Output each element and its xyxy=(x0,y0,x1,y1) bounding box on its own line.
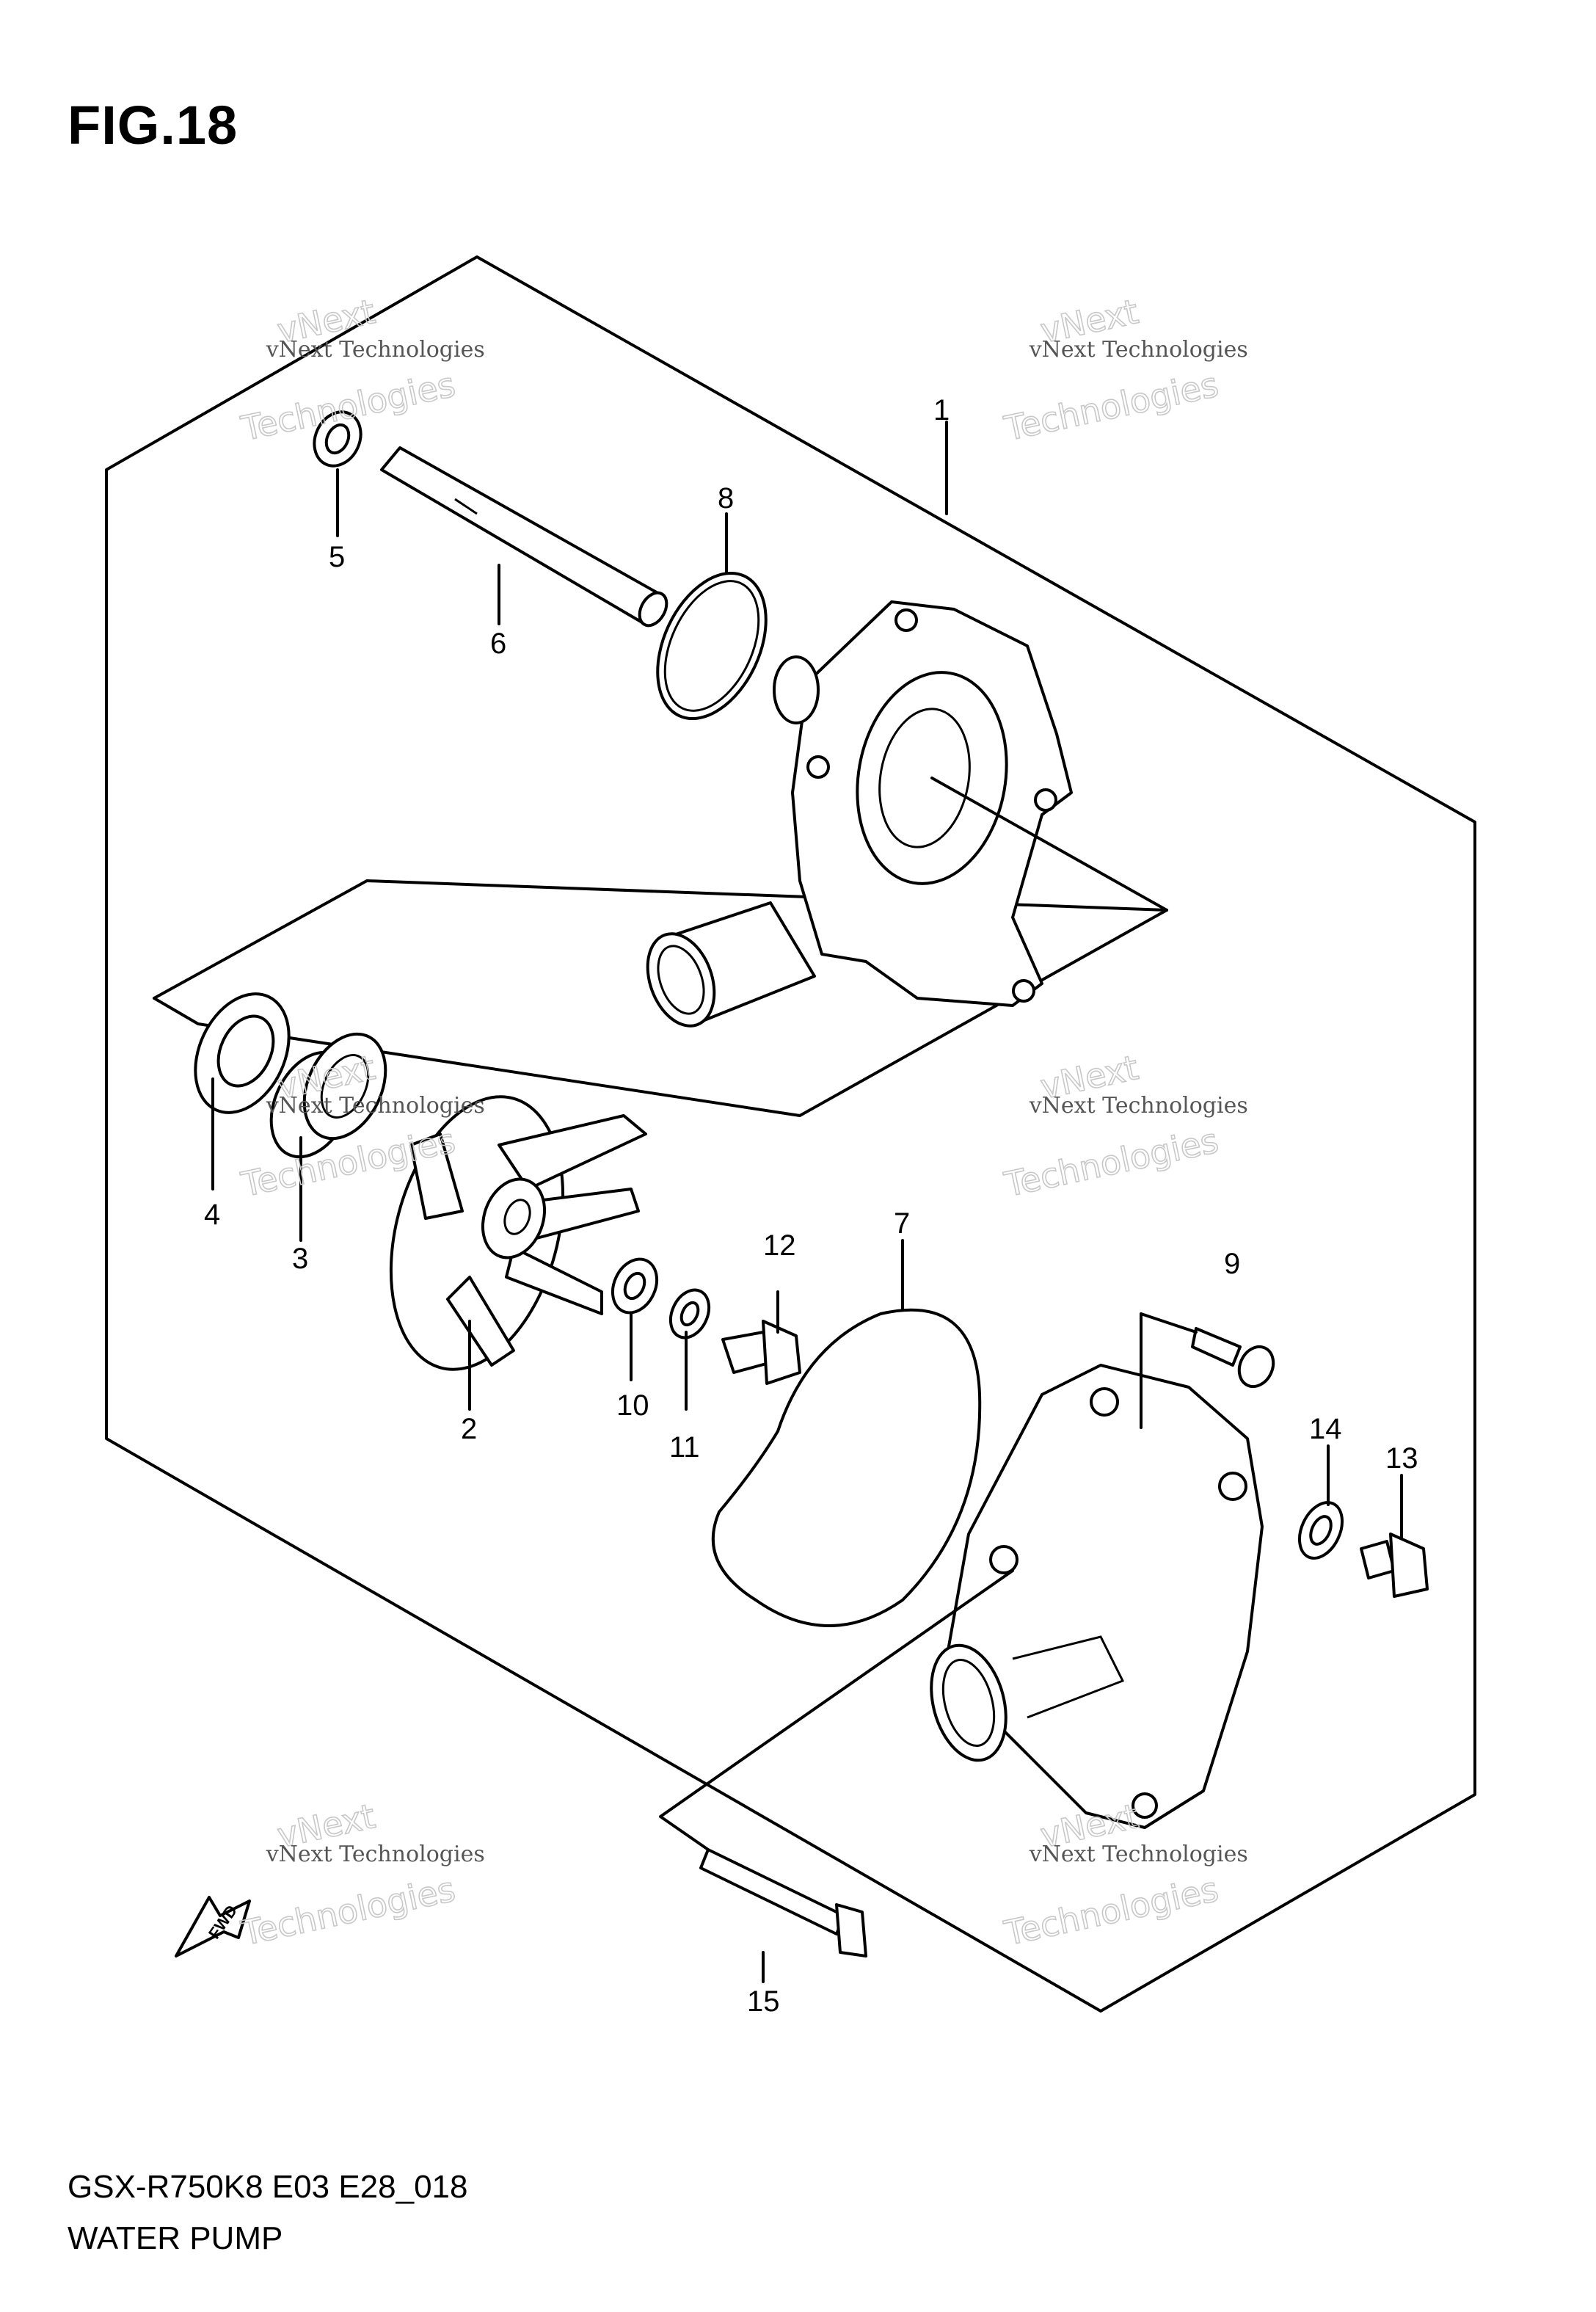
callout-3: 3 xyxy=(292,1243,308,1275)
assembly-boundary xyxy=(105,255,1476,2013)
watermark-top-right: vNext Technologies vNext Technologies xyxy=(1000,291,1248,449)
svg-text:vNext Technologies: vNext Technologies xyxy=(1029,1093,1248,1119)
svg-text:Technologies: Technologies xyxy=(238,1869,459,1953)
part-shaft-6 xyxy=(380,446,668,628)
figure-title: FIG.18 xyxy=(68,95,238,156)
callout-12: 12 xyxy=(763,1229,796,1262)
callout-11: 11 xyxy=(669,1431,700,1464)
callout-9: 9 xyxy=(1224,1248,1240,1280)
svg-text:vNext Technologies: vNext Technologies xyxy=(1029,337,1248,363)
svg-text:Technologies: Technologies xyxy=(1001,1869,1222,1953)
part-long-bolt-15 xyxy=(699,1848,867,1957)
svg-text:vNext Technologies: vNext Technologies xyxy=(266,1842,485,1867)
callout-6: 6 xyxy=(490,628,506,660)
watermark-mid-right: vNext Technologies vNext Technologies xyxy=(1000,1047,1248,1205)
callout-10: 10 xyxy=(616,1389,649,1422)
part-impeller-2 xyxy=(389,1095,647,1371)
callout-2: 2 xyxy=(461,1413,477,1445)
watermark-bottom-left: vNext Technologies vNext Technologies xyxy=(237,1795,485,1954)
callout-labels: 1 2 3 4 5 6 7 8 9 10 11 12 13 14 15 xyxy=(204,394,1418,2018)
svg-text:vNext Technologies: vNext Technologies xyxy=(266,337,485,363)
part-oil-seal-4 xyxy=(194,992,291,1114)
part-pump-cover xyxy=(930,1364,1264,1829)
fwd-direction-arrow: FWD xyxy=(175,1896,251,1957)
svg-text:Technologies: Technologies xyxy=(1001,1121,1222,1204)
callout-1: 1 xyxy=(933,394,950,426)
callout-13: 13 xyxy=(1385,1442,1418,1475)
alignment-lines xyxy=(211,421,1403,1983)
part-washer-10 xyxy=(611,1257,659,1315)
part-washer-5 xyxy=(313,410,362,468)
callout-5: 5 xyxy=(329,541,345,573)
watermark-bottom-right: vNext Technologies vNext Technologies xyxy=(1000,1795,1248,1954)
callout-15: 15 xyxy=(747,1985,780,2018)
part-mechanical-seal-3 xyxy=(269,1032,387,1159)
svg-text:vNext Technologies: vNext Technologies xyxy=(266,1093,485,1119)
callout-7: 7 xyxy=(894,1207,910,1240)
part-bolt-13 xyxy=(1360,1533,1429,1598)
svg-text:vNext Technologies: vNext Technologies xyxy=(1029,1842,1248,1867)
housing-subgroup-outline-lower xyxy=(153,909,1168,1117)
part-washer-11 xyxy=(668,1288,711,1339)
diagram-caption: WATER PUMP xyxy=(68,2220,283,2256)
part-bolt-12 xyxy=(721,1320,801,1385)
part-gasket-7 xyxy=(711,1308,982,1627)
callout-4: 4 xyxy=(204,1199,220,1231)
part-washer-14 xyxy=(1297,1501,1344,1560)
svg-text:Technologies: Technologies xyxy=(1001,365,1222,448)
callout-14: 14 xyxy=(1309,1413,1342,1445)
callout-8: 8 xyxy=(718,482,734,515)
watermark-top-left: vNext Technologies vNext Technologies xyxy=(237,291,485,449)
part-screw-9 xyxy=(1191,1327,1275,1389)
part-o-ring-8 xyxy=(656,571,768,721)
model-code: GSX-R750K8 E03 E28_018 xyxy=(68,2169,468,2205)
